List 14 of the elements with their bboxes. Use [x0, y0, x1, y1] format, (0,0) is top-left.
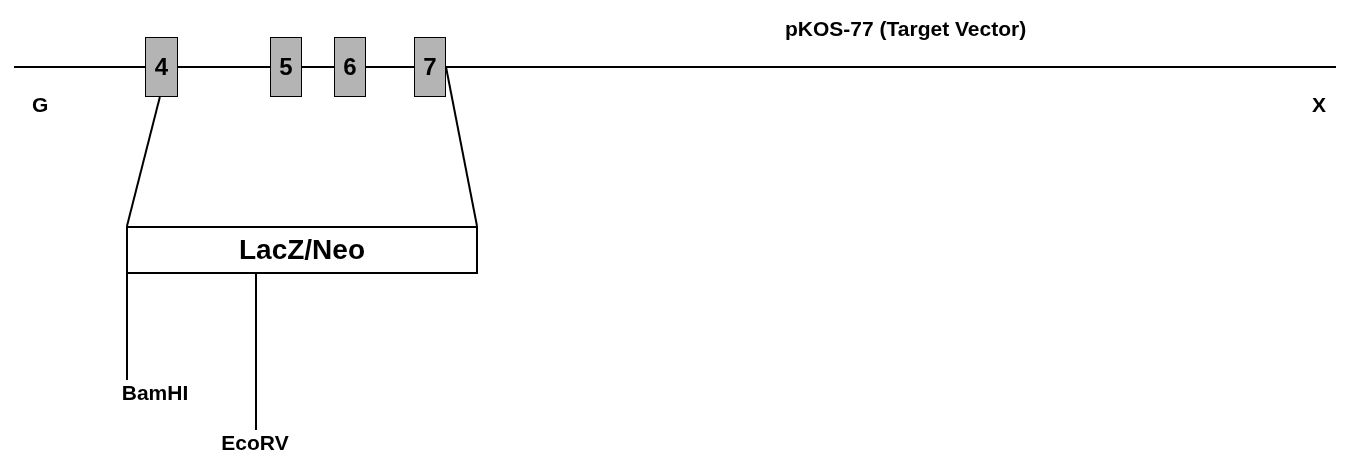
restriction-site-label: EcoRV [210, 430, 300, 454]
vector-title: pKOS-77 (Target Vector) [785, 18, 1027, 39]
exon-box: 5 [270, 37, 302, 97]
end-label: X [1312, 94, 1326, 115]
connector-line [445, 66, 478, 227]
leader-line [255, 273, 257, 431]
end-label: G [32, 94, 49, 115]
exon-box: 4 [145, 37, 178, 97]
leader-line [126, 273, 128, 381]
exon-box: 6 [334, 37, 366, 97]
cassette-box: LacZ/Neo [126, 226, 478, 274]
exon-box: 7 [414, 37, 446, 97]
connector-line [126, 96, 161, 227]
restriction-site-label: BamHI [110, 380, 200, 404]
